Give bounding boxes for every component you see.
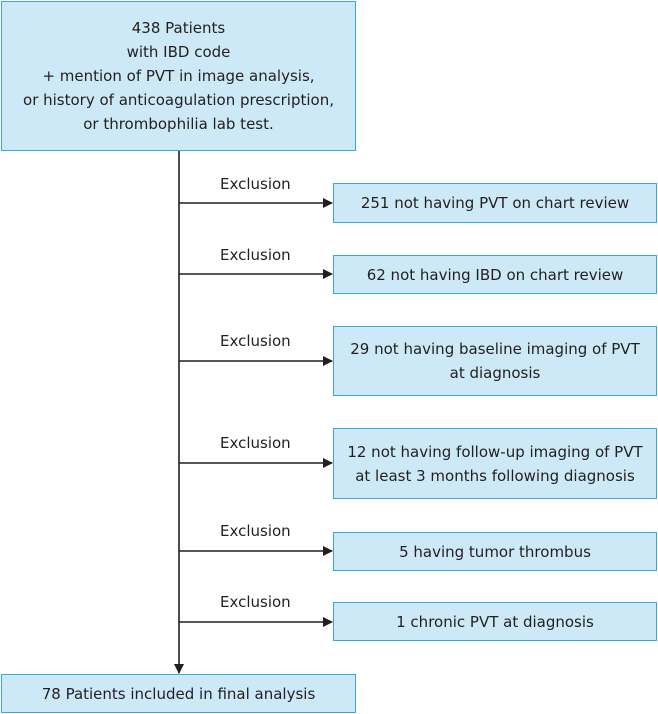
exclusion-label-2: Exclusion <box>220 246 291 264</box>
start-box-line: with IBD code <box>126 43 231 61</box>
start-box-line: 438 Patients <box>131 19 226 37</box>
start-box-line: or history of anticoagulation prescripti… <box>23 91 334 109</box>
start-box: 438 Patients with IBD code + mention of … <box>1 1 356 151</box>
exclusion-box-line: 1 chronic PVT at diagnosis <box>396 612 594 631</box>
exclusion-box-1: 251 not having PVT on chart review <box>333 183 657 223</box>
exclusion-box-line: at least 3 months following diagnosis <box>355 466 635 485</box>
start-box-line: or thrombophilia lab test. <box>83 115 274 133</box>
exclusion-box-line: at diagnosis <box>449 364 541 382</box>
exclusion-label-5: Exclusion <box>220 522 291 540</box>
exclusion-box-line: 251 not having PVT on chart review <box>360 194 630 212</box>
exclusion-box-5: 5 having tumor thrombus <box>333 532 657 571</box>
final-box-text: 78 Patients included in final analysis <box>41 684 316 703</box>
exclusion-box-line: 5 having tumor thrombus <box>399 542 591 561</box>
exclusion-label-3: Exclusion <box>220 332 291 350</box>
final-box: 78 Patients included in final analysis <box>1 674 356 713</box>
start-box-line: + mention of PVT in image analysis, <box>42 67 315 85</box>
exclusion-label-4: Exclusion <box>220 434 291 452</box>
exclusion-box-4: 12 not having follow-up imaging of PVT a… <box>333 428 657 499</box>
exclusion-box-6: 1 chronic PVT at diagnosis <box>333 602 657 641</box>
exclusion-label-6: Exclusion <box>220 593 291 611</box>
exclusion-box-3: 29 not having baseline imaging of PVT at… <box>333 326 657 396</box>
exclusion-box-2: 62 not having IBD on chart review <box>333 255 657 294</box>
exclusion-box-line: 29 not having baseline imaging of PVT <box>350 340 640 358</box>
exclusion-box-line: 12 not having follow-up imaging of PVT <box>347 442 643 461</box>
exclusion-box-line: 62 not having IBD on chart review <box>366 265 624 284</box>
exclusion-label-1: Exclusion <box>220 175 291 193</box>
